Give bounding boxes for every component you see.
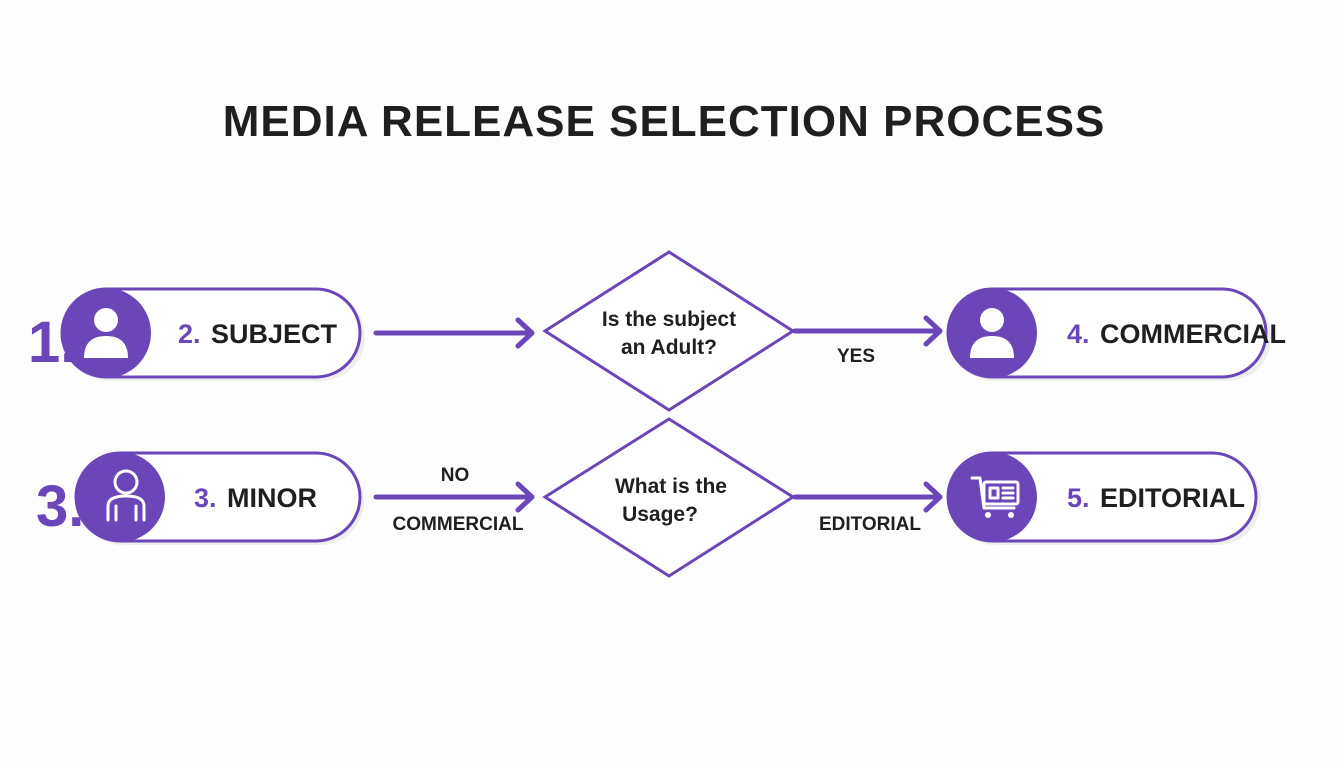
node-subject-icon-disc [61,288,151,378]
child-icon [106,469,146,522]
node-commercial-label: COMMERCIAL [1100,319,1286,349]
node-commercial-icon-disc [947,288,1037,378]
arrow-adult-to-commercial [792,315,943,347]
person-icon [84,308,128,358]
edge-label-no: NO [441,465,470,486]
node-commercial: 4. COMMERCIAL [946,287,1286,381]
decision-adult-line1: Is the subject [602,308,736,331]
node-subject-label: SUBJECT [211,319,338,349]
diagram-title: MEDIA RELEASE SELECTION PROCESS [223,97,1106,146]
decision-usage-line2: Usage? [622,503,698,526]
node-subject-text: 2. SUBJECT [178,319,338,349]
arrow-usage-to-editorial [792,481,943,513]
decision-adult-line2: an Adult? [621,336,717,359]
news-cart-icon [970,476,1020,518]
node-commercial-text: 4. COMMERCIAL [1067,319,1286,349]
decision-adult: Is the subject an Adult? [542,250,796,412]
node-minor: 3. MINOR [74,451,364,545]
node-editorial-label: EDITORIAL [1100,483,1245,513]
decision-usage-line1: What is the [615,475,727,498]
edge-label-commercial: COMMERCIAL [393,514,524,535]
decision-usage: What is the Usage? [542,417,796,578]
node-editorial-number: 5. [1067,483,1090,513]
node-subject-number: 2. [178,319,201,349]
arrow-subject-to-adult [373,317,535,349]
arrow-minor-to-usage [373,481,535,513]
node-minor-text: 3. MINOR [194,483,317,513]
node-minor-label: MINOR [227,483,317,513]
edge-label-editorial: EDITORIAL [819,514,921,535]
node-commercial-number: 4. [1067,319,1090,349]
node-minor-number: 3. [194,483,217,513]
node-editorial-text: 5. EDITORIAL [1067,483,1245,513]
decision-adult-diamond [542,250,796,412]
node-subject: 2. SUBJECT [60,287,365,381]
person-icon [970,308,1014,358]
node-editorial: 5. EDITORIAL [946,451,1261,545]
edge-label-yes: YES [837,346,875,367]
decision-usage-diamond [542,417,796,578]
